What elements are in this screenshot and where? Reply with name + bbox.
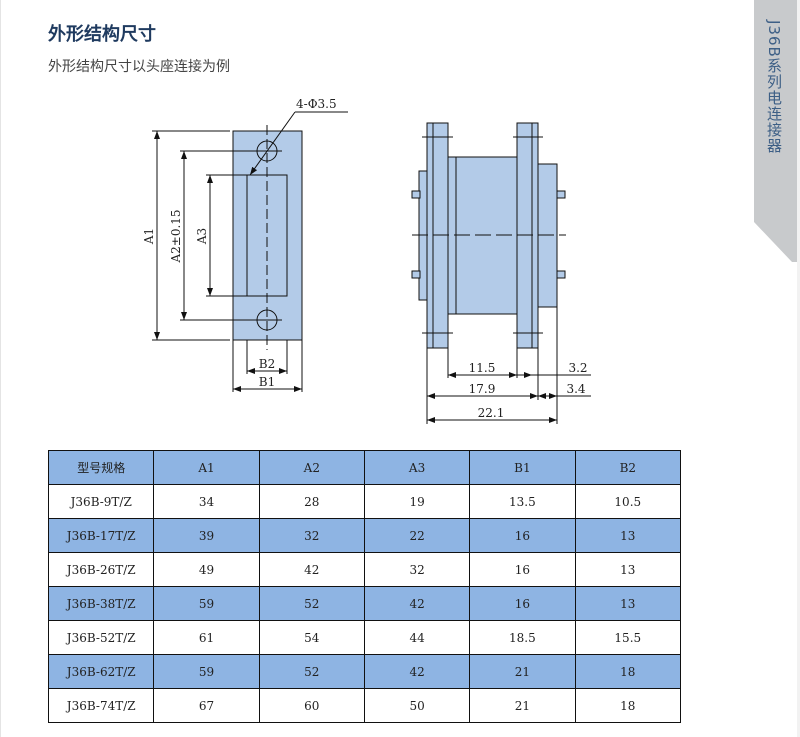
table-cell: 21 (469, 688, 576, 723)
table-cell: 18.5 (469, 620, 576, 655)
side-view (411, 122, 591, 424)
table-cell: 13.5 (469, 484, 576, 519)
table-cell: 59 (153, 654, 260, 689)
col-header: A2 (258, 450, 365, 485)
col-header: B1 (469, 450, 576, 485)
dim-a1-label: A1 (142, 228, 156, 245)
table-cell: J36B-17T/Z (47, 518, 155, 553)
table-cell: 21 (469, 654, 576, 689)
table-cell: 32 (363, 552, 471, 587)
table-cell: 19 (363, 484, 471, 519)
table-cell: 18 (574, 688, 682, 723)
table-cell: 42 (363, 654, 471, 689)
table-cell: 10.5 (574, 484, 682, 519)
table-cell: 32 (258, 518, 365, 553)
table-cell: 15.5 (574, 620, 682, 655)
table-cell: 28 (258, 484, 365, 519)
dim-a3-label: A3 (195, 228, 209, 245)
table-cell: 16 (469, 552, 576, 587)
table-cell: J36B-62T/Z (47, 654, 155, 689)
dim-17-9-label: 17.9 (469, 382, 496, 396)
table-cell: 42 (258, 552, 365, 587)
table-cell: 50 (363, 688, 471, 723)
table-cell: 13 (574, 586, 682, 621)
table-cell: 49 (153, 552, 260, 587)
dimension-drawing: 4-Φ3.5 A1 A2±0.15 A3 B2 B1 11.5 3.2 17.9… (142, 97, 591, 424)
dim-b1-label: B1 (259, 375, 275, 389)
section-title: 外形结构尺寸 (48, 24, 156, 45)
table-cell: 16 (469, 518, 576, 553)
table-cell: 59 (153, 586, 260, 621)
table-cell: 67 (153, 688, 260, 723)
table-cell: 52 (258, 654, 365, 689)
dim-b2-label: B2 (259, 357, 275, 371)
hole-note: 4-Φ3.5 (296, 97, 337, 111)
col-header: B2 (574, 450, 682, 485)
table-cell: J36B-38T/Z (47, 586, 155, 621)
table-cell: 39 (153, 518, 260, 553)
table-cell: J36B-74T/Z (47, 688, 155, 723)
table-cell: 61 (153, 620, 260, 655)
table-cell: 34 (153, 484, 260, 519)
col-header: A1 (153, 450, 260, 485)
col-header: 型号规格 (47, 450, 155, 485)
table-cell: 18 (574, 654, 682, 689)
dim-a2-label: A2±0.15 (169, 209, 183, 263)
page-edge (0, 0, 1, 737)
dim-3-4-label: 3.4 (566, 382, 585, 396)
front-view (152, 111, 348, 392)
table-cell: 52 (258, 586, 365, 621)
table-cell: J36B-9T/Z (47, 484, 155, 519)
side-divider (797, 0, 800, 737)
table-cell: 13 (574, 552, 682, 587)
table-cell: 16 (469, 586, 576, 621)
table-header-row: 型号规格 A1 A2 A3 B1 B2 (47, 450, 682, 485)
table-cell: 42 (363, 586, 471, 621)
col-header: A3 (363, 450, 471, 485)
side-tab-label: J36B系列电连接器 (765, 20, 783, 154)
table-cell: 54 (258, 620, 365, 655)
table-cell: J36B-26T/Z (47, 552, 155, 587)
dim-22-1-label: 22.1 (478, 406, 505, 420)
section-subtitle: 外形结构尺寸以头座连接为例 (48, 59, 230, 75)
table-cell: 60 (258, 688, 365, 723)
table-cell: 22 (363, 518, 471, 553)
table-cell: J36B-52T/Z (47, 620, 155, 655)
dim-3-2-label: 3.2 (568, 361, 587, 375)
table-cell: 44 (363, 620, 471, 655)
side-tab (754, 0, 797, 262)
dim-11-5-label: 11.5 (469, 361, 496, 375)
table-cell: 13 (574, 518, 682, 553)
